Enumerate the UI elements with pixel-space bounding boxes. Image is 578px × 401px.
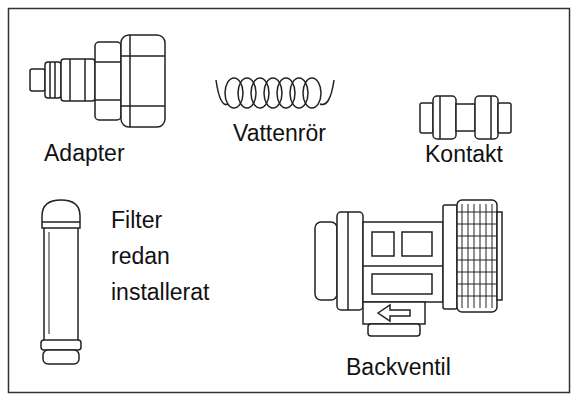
water-tube-coil xyxy=(216,78,334,108)
part-name: Backventil xyxy=(346,350,451,385)
coil-tail xyxy=(216,80,334,105)
thread-lines xyxy=(457,204,497,308)
part-name: Adapter xyxy=(44,136,125,171)
part-name: Filter redan installerat xyxy=(111,202,209,310)
coil-loop xyxy=(303,78,321,108)
frame xyxy=(9,9,570,393)
connector-drawing xyxy=(420,96,511,139)
part-name: Vattenrör xyxy=(233,116,326,151)
adapter-drawing xyxy=(30,35,165,127)
part-name: Kontakt xyxy=(425,137,503,172)
filter-drawing xyxy=(41,200,81,364)
check-valve-drawing xyxy=(315,200,502,336)
